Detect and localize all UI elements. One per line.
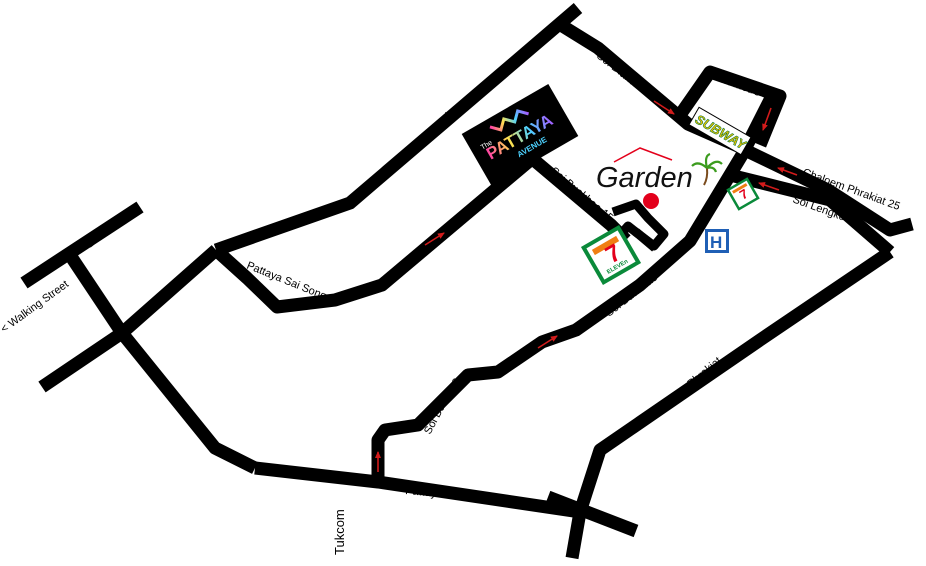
pattaya-tai-diag	[116, 328, 258, 474]
hospital-letter: H	[710, 233, 722, 252]
road-arrow-icon	[653, 100, 675, 115]
beach-road	[20, 201, 144, 289]
road-arrow-icon	[537, 335, 558, 349]
pattaya-tai-cross	[545, 490, 639, 538]
hospital-icon: H	[705, 229, 729, 253]
road-network	[20, 3, 914, 560]
garden-building	[611, 199, 669, 251]
direction-arrows	[375, 100, 798, 472]
label-tukcom: Tukcom	[332, 509, 347, 555]
road-arrow-icon	[758, 182, 780, 191]
road-arrow-icon	[777, 167, 798, 176]
second-road-upper	[213, 3, 583, 257]
chaloem-phrakiat-25	[742, 144, 914, 237]
pattaya-sai-song-15	[211, 152, 539, 314]
label-pattaya-tai-bottom: Pattaya Tai	[405, 485, 460, 502]
label-pattaya-tai-diag: Pattaya Tai	[153, 372, 197, 421]
label-second-road-upper: Second Road	[396, 111, 454, 165]
garden-logo: Garden	[596, 147, 723, 194]
palm-tree-icon	[691, 152, 723, 186]
label-beach-road: Beach Road	[84, 204, 139, 251]
label-chaloem-phrakiat: Chaloem Phrakiat	[649, 355, 724, 420]
road-arrow-icon	[424, 232, 445, 246]
lk-metro	[674, 65, 787, 148]
soi-buakhao	[371, 89, 780, 482]
road-arrow-icon	[762, 107, 772, 131]
seven-eleven-logo: 7 ELEVEn	[580, 224, 642, 286]
location-marker-icon	[643, 193, 659, 209]
label-walking-street: < Walking Street	[0, 278, 71, 335]
garden-building-inner	[633, 228, 658, 252]
seven-eleven-logo: 7	[726, 177, 760, 211]
label-second-road-lower: Second Road	[139, 268, 198, 320]
garden-title: Garden	[596, 162, 693, 194]
pattaya-avenue-logo: The PATTAYA AVENUE	[461, 84, 579, 186]
beach-road-connector	[66, 254, 128, 337]
chaloem-phrakiat	[565, 246, 894, 560]
